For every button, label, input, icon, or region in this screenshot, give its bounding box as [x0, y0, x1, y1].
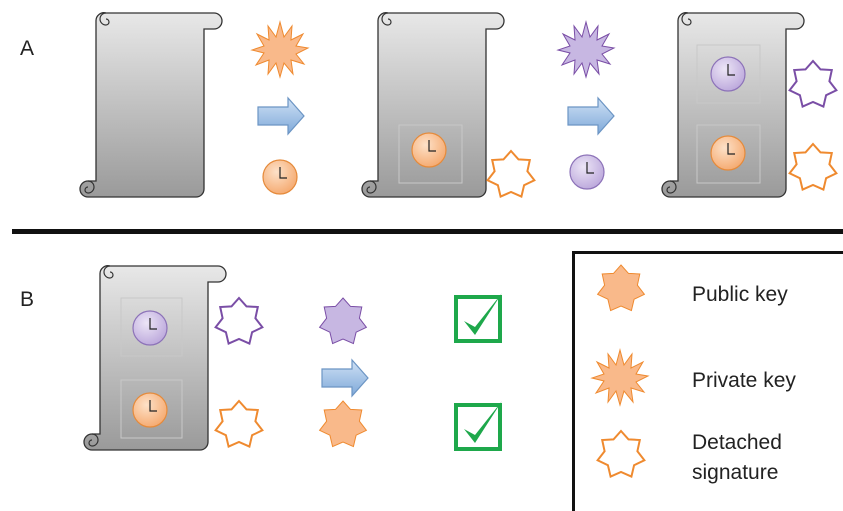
- detached-signature-orange-icon: [788, 143, 838, 191]
- embedded-clock-orange-icon: [132, 392, 168, 428]
- embedded-clock-purple-icon: [132, 310, 168, 346]
- timestamp-clock-orange-icon: [262, 159, 298, 195]
- verified-checkmark-icon: [454, 399, 504, 451]
- panel-a-label: A: [20, 37, 34, 60]
- arrow-icon: [321, 359, 369, 397]
- timestamp-clock-purple-icon: [569, 154, 605, 190]
- private-key-purple-icon: [557, 21, 615, 78]
- arrow-icon: [567, 97, 615, 135]
- public-key-purple-icon: [319, 297, 367, 345]
- pki-diagram: A B: [12, 12, 843, 478]
- signature-frame: [120, 379, 183, 439]
- document-scroll-2: [361, 12, 505, 198]
- signature-frame: [696, 44, 761, 104]
- legend-box: [572, 251, 843, 511]
- private-key-orange-icon: [251, 21, 309, 78]
- panel-b-label: B: [20, 288, 34, 311]
- signature-frame: [120, 297, 183, 357]
- legend-private-key-label: Private key: [692, 369, 796, 392]
- embedded-clock-purple-icon: [710, 56, 746, 92]
- detached-signature-orange-icon: [214, 400, 264, 448]
- panel-divider: [12, 229, 843, 234]
- detached-signature-purple-icon: [214, 297, 264, 345]
- signature-frame: [696, 124, 761, 184]
- arrow-icon: [257, 97, 305, 135]
- document-scroll-1: [79, 12, 223, 198]
- legend-detached-signature-label: Detached signature: [692, 431, 782, 484]
- signature-frame: [398, 124, 463, 184]
- legend-public-key-label: Public key: [692, 283, 788, 306]
- embedded-clock-orange-icon: [710, 135, 746, 171]
- detached-signature-orange-icon: [486, 150, 536, 198]
- embedded-clock-orange-icon: [411, 132, 447, 168]
- public-key-orange-icon: [319, 400, 367, 448]
- detached-signature-purple-icon: [788, 60, 838, 108]
- verified-checkmark-icon: [454, 291, 504, 343]
